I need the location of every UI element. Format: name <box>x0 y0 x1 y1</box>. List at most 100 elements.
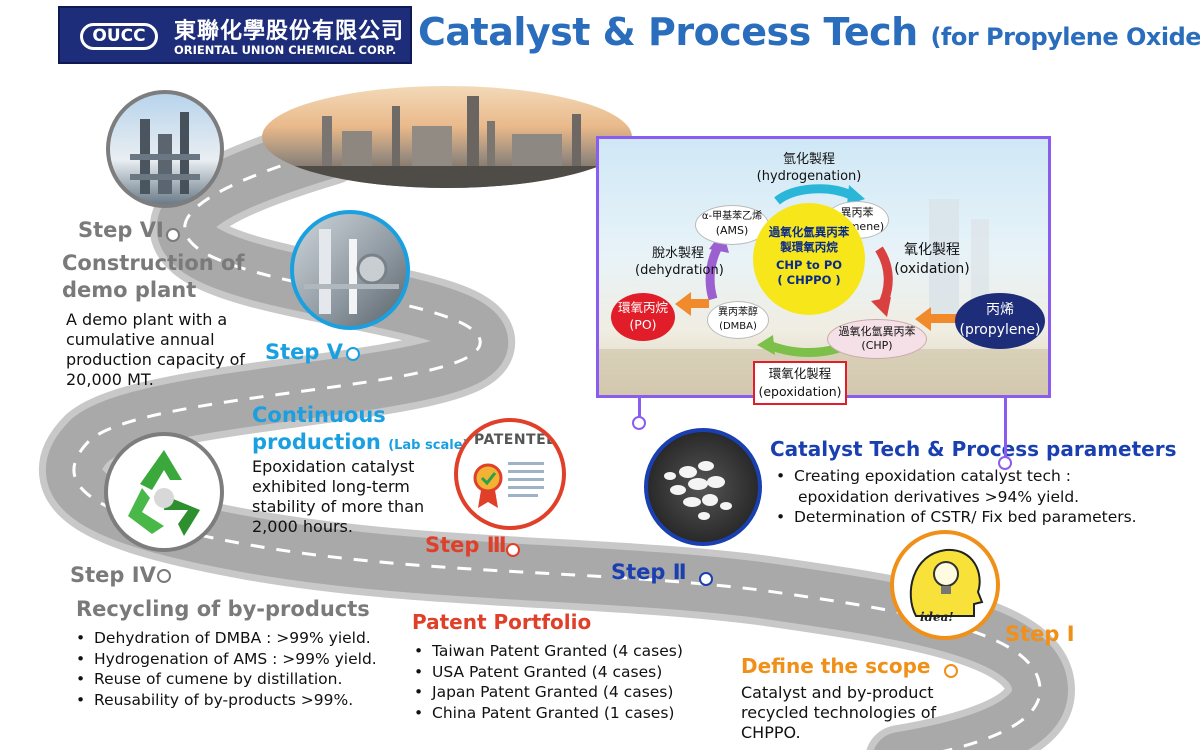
step-i-heading: Define the scope <box>741 654 931 678</box>
step-i-marker <box>944 664 958 678</box>
step-iii-bullet-list: Taiwan Patent Granted (4 cases) USA Pate… <box>414 641 683 723</box>
title-main: Catalyst & Process Tech <box>418 10 918 54</box>
step-iv-bullet-list: Dehydration of DMBA : >99% yield. Hydrog… <box>76 628 377 710</box>
recycling-icon <box>104 432 224 552</box>
step-ii-bullet1-line1: Creating epoxidation catalyst tech : <box>794 467 1071 485</box>
chppo-process-diagram: 氫化製程 (hydrogenation) α-甲基苯乙烯 (AMS) 異丙苯 (… <box>596 136 1051 405</box>
hydrogenation-en: (hydrogenation) <box>756 169 862 184</box>
epoxidation-en: (epoxidation) <box>758 384 842 399</box>
chppo-center-circle: 過氧化氫異丙苯 製環氧丙烷 CHP to PO ( CHPPO ) <box>753 203 865 315</box>
center-line4: ( CHPPO ) <box>777 273 841 287</box>
step-vi-label: Step VI <box>78 218 164 242</box>
board-right-stand <box>1004 398 1007 460</box>
step-vi-description: A demo plant with a cumulative annual pr… <box>66 310 245 390</box>
dehydration-cn: 脫水製程 <box>651 246 704 261</box>
step-ii-label: Step Ⅱ <box>611 560 687 584</box>
company-logo: OUCC 東聯化學股份有限公司 ORIENTAL UNION CHEMICAL … <box>58 6 412 64</box>
chp-cn: 過氧化氫異丙苯 <box>838 325 916 338</box>
board-right-foot <box>998 456 1012 470</box>
propylene-en: (propylene) <box>959 322 1041 338</box>
chp-node: 過氧化氫異丙苯 (CHP) <box>827 319 927 359</box>
step-iv-marker <box>157 569 171 583</box>
step-iv-bullet: Reusability of by-products >99%. <box>76 690 377 711</box>
step-iii-marker <box>506 543 520 557</box>
hydrogenation-cn: 氫化製程 <box>782 152 835 167</box>
step-ii-marker <box>699 572 713 586</box>
step-v-text-line2: exhibited long-term <box>252 477 410 496</box>
oxidation-cn: 氧化製程 <box>904 242 960 258</box>
step-v-text-line4: 2,000 hours. <box>252 517 353 536</box>
step-ii-bullet1-line2: epoxidation derivatives >94% yield. <box>798 487 1080 506</box>
patented-badge-text: PATENTED <box>474 432 559 448</box>
step-v-text-line3: stability of more than <box>252 497 425 516</box>
epoxidation-box: 環氧化製程 (epoxidation) <box>753 361 847 405</box>
patent-certificate-icon: PATENTED <box>454 418 566 530</box>
step-i-text-line3: CHPPO. <box>741 723 801 742</box>
step-vi-text-line2: cumulative annual <box>66 330 215 349</box>
step-ii-heading: Catalyst Tech & Process parameters <box>770 437 1177 461</box>
hydrogenation-label: 氫化製程 (hydrogenation) <box>749 151 869 185</box>
step-iv-heading: Recycling of by-products <box>76 597 370 621</box>
step-iii-bullet: China Patent Granted (1 cases) <box>414 703 683 724</box>
propylene-cn: 丙烯 <box>986 302 1014 318</box>
step-vi-heading: Construction of demo plant <box>62 250 245 304</box>
dmba-cn: 異丙苯醇 <box>718 307 758 318</box>
step-iv-bullet: Hydrogenation of AMS : >99% yield. <box>76 649 377 670</box>
lab-equipment-photo <box>290 210 410 330</box>
step-iv-bullet: Reuse of cumene by distillation. <box>76 669 377 690</box>
idea-text: idea! <box>920 610 954 624</box>
ams-en: (AMS) <box>715 224 749 237</box>
page-title: Catalyst & Process Tech (for Propylene O… <box>418 10 1200 54</box>
step-v-marker <box>346 347 360 361</box>
dehydration-en: (dehydration) <box>635 263 724 278</box>
step-i-description: Catalyst and by-product recycled technol… <box>741 683 936 743</box>
step-iii-bullet: USA Patent Granted (4 cases) <box>414 662 683 683</box>
board-left-stand <box>638 398 641 420</box>
step-v-label: Step Ⅴ <box>265 340 344 364</box>
step-vi-heading-line2: demo plant <box>62 278 197 302</box>
chp-en: (CHP) <box>861 339 893 352</box>
board-left-foot <box>632 416 646 430</box>
step-v-heading: Continuous production (Lab scale) <box>252 402 468 459</box>
step-iii-label: Step Ⅲ <box>425 533 507 557</box>
step-v-heading-line1: Continuous <box>252 403 386 427</box>
step-iv-label: Step IV <box>70 563 156 587</box>
demo-plant-photo <box>106 90 224 208</box>
logo-abbreviation: OUCC <box>80 23 158 50</box>
oxidation-label: 氧化製程 (oxidation) <box>889 241 975 279</box>
step-v-description: Epoxidation catalyst exhibited long-term… <box>252 457 424 537</box>
po-node: 環氧丙烷 (PO) <box>611 293 675 341</box>
propylene-node: 丙烯 (propylene) <box>955 293 1045 349</box>
plant-panorama-image <box>262 86 632 188</box>
dmba-en: (DMBA) <box>719 321 757 332</box>
logo-chinese-name: 東聯化學股份有限公司 <box>174 19 405 44</box>
step-iii-bullet: Taiwan Patent Granted (4 cases) <box>414 641 683 662</box>
ams-cn: α-甲基苯乙烯 <box>701 211 763 222</box>
dmba-node: 異丙苯醇 (DMBA) <box>707 301 769 339</box>
step-ii-bullet-list: •Creating epoxidation catalyst tech : ep… <box>776 467 1137 526</box>
step-i-label: Step Ⅰ <box>1005 622 1075 646</box>
step-v-heading-line2: production <box>252 430 381 454</box>
catalyst-pellets-photo <box>644 428 762 546</box>
step-vi-text-line3: production capacity of <box>66 350 246 369</box>
center-line1: 過氧化氫異丙苯 <box>768 225 850 239</box>
epoxidation-cn: 環氧化製程 <box>768 366 832 381</box>
idea-head-icon: idea! <box>890 530 1000 640</box>
title-sub: (for Propylene Oxide) <box>930 23 1200 51</box>
center-line3: CHP to PO <box>775 258 843 272</box>
step-vi-text-line1: A demo plant with a <box>66 310 228 329</box>
step-iii-bullet: Japan Patent Granted (4 cases) <box>414 682 683 703</box>
step-i-text-line1: Catalyst and by-product <box>741 683 934 702</box>
step-v-text-line1: Epoxidation catalyst <box>252 457 415 476</box>
logo-english-name: ORIENTAL UNION CHEMICAL CORP. <box>174 43 397 57</box>
po-en: (PO) <box>629 317 657 332</box>
step-v-heading-note: (Lab scale) <box>388 438 469 453</box>
po-cn: 環氧丙烷 <box>617 300 668 315</box>
step-vi-text-line4: 20,000 MT. <box>66 370 154 389</box>
cumene-cn: 異丙苯 <box>840 206 874 219</box>
step-i-text-line2: recycled technologies of <box>741 703 937 722</box>
center-line2: 製環氧丙烷 <box>780 240 838 254</box>
dehydration-label: 脫水製程 (dehydration) <box>635 245 724 279</box>
step-iv-bullet: Dehydration of DMBA : >99% yield. <box>76 628 377 649</box>
